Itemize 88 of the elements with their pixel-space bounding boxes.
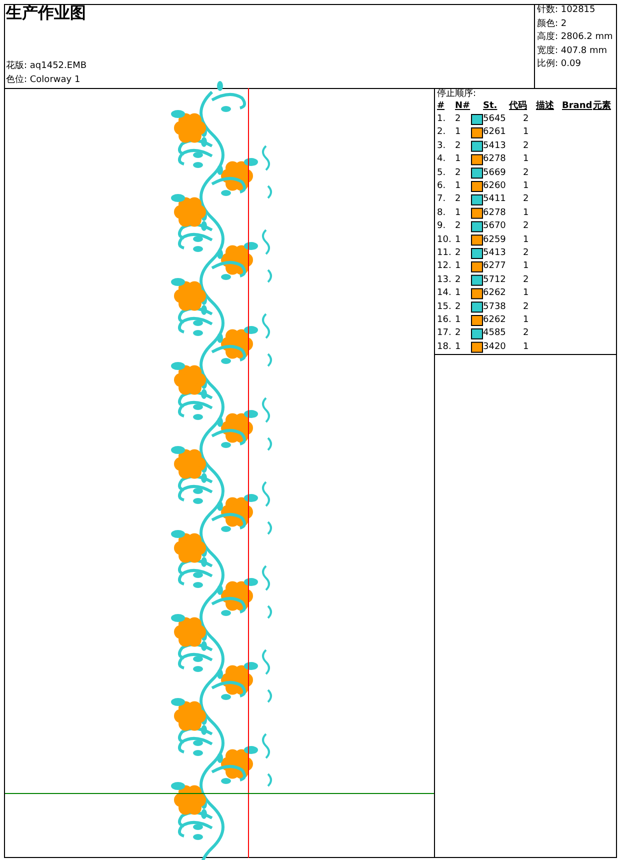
table-cell: 6259 <box>483 234 506 246</box>
table-cell: 2 <box>455 194 461 206</box>
column-header: # <box>437 101 445 112</box>
table-cell: 1 <box>523 208 529 219</box>
table-cell: 2 <box>523 221 529 232</box>
table-cell: 5. <box>437 168 446 179</box>
info-label: 比例: 0.09 <box>537 59 581 70</box>
column-header: 元素 <box>593 101 611 112</box>
table-cell: 1. <box>437 114 446 125</box>
table-cell: 1 <box>455 127 461 138</box>
table-cell: 2 <box>523 248 529 259</box>
table-cell: 13. <box>437 274 452 286</box>
table-cell: 5738 <box>483 302 506 313</box>
table-cell: 14. <box>437 288 452 300</box>
info-label: 针数: 102815 <box>537 5 596 16</box>
info-label: 高度: 2806.2 mm <box>537 32 613 43</box>
table-cell: 1 <box>523 342 529 353</box>
table-cell: 2 <box>455 302 461 313</box>
table-cell: 1 <box>523 234 529 246</box>
table-cell: 6262 <box>483 315 506 326</box>
table-cell: 1 <box>455 154 461 166</box>
table-cell: 2. <box>437 127 446 138</box>
table-cell: 2 <box>523 114 529 125</box>
table-cell: 2 <box>523 194 529 206</box>
table-cell: 1 <box>455 208 461 219</box>
table-cell: 5413 <box>483 248 506 259</box>
table-cell: 2 <box>523 302 529 313</box>
table-cell: 5645 <box>483 114 506 125</box>
info-label: 宽度: 407.8 mm <box>537 46 608 56</box>
table-cell: 1 <box>523 288 529 300</box>
table-cell: 2 <box>455 274 461 286</box>
colorway-label: 色位: Colorway 1 <box>6 75 80 86</box>
table-cell: 6. <box>437 181 446 192</box>
table-cell: 18. <box>437 342 452 353</box>
table-cell: 4. <box>437 154 446 166</box>
column-header: N# <box>455 101 470 112</box>
table-cell: 2 <box>523 274 529 286</box>
table-cell: 6278 <box>483 154 506 166</box>
table-cell: 2 <box>455 114 461 125</box>
table-cell: 4585 <box>483 328 506 340</box>
table-cell: 1 <box>523 181 529 192</box>
table-cell: 6277 <box>483 261 506 272</box>
column-header: St. <box>483 101 498 112</box>
column-header: 代码 <box>509 101 527 112</box>
table-cell: 3. <box>437 140 446 152</box>
table-cell: 9. <box>437 221 446 232</box>
table-cell: 10. <box>437 234 452 246</box>
table-cell: 2 <box>455 168 461 179</box>
info-label: 颜色: 2 <box>537 18 567 30</box>
pattern-file-label: 花版: aq1452.EMB <box>6 61 87 72</box>
title: 生产作业图 <box>6 3 86 23</box>
table-cell: 5669 <box>483 168 506 179</box>
table-cell: 17. <box>437 328 452 340</box>
table-cell: 5411 <box>483 194 506 206</box>
table-cell: 1 <box>523 261 529 272</box>
table-cell: 5670 <box>483 221 506 232</box>
table-cell: 1 <box>455 261 461 272</box>
table-cell: 2 <box>455 221 461 232</box>
table-cell: 2 <box>455 248 461 259</box>
table-cell: 1 <box>523 127 529 138</box>
table-cell: 6261 <box>483 127 506 138</box>
table-cell: 5413 <box>483 140 506 152</box>
table-cell: 6278 <box>483 208 506 219</box>
table-cell: 2 <box>523 168 529 179</box>
table-cell: 2 <box>455 328 461 340</box>
table-cell: 2 <box>523 328 529 340</box>
table-cell: 3420 <box>483 342 506 353</box>
stop-sequence-label: 停止顺序: <box>437 89 476 100</box>
table-cell: 1 <box>455 315 461 326</box>
table-cell: 16. <box>437 315 452 326</box>
table-cell: 1 <box>455 288 461 300</box>
table-cell: 15. <box>437 302 452 313</box>
table-cell: 7. <box>437 194 446 206</box>
table-cell: 1 <box>455 234 461 246</box>
table-cell: 6262 <box>483 288 506 300</box>
table-cell: 2 <box>523 140 529 152</box>
column-header: Brand <box>562 101 592 112</box>
table-cell: 2 <box>455 140 461 152</box>
table-cell: 1 <box>523 154 529 166</box>
table-cell: 6260 <box>483 181 506 192</box>
table-cell: 5712 <box>483 274 506 286</box>
table-cell: 11. <box>437 248 452 259</box>
table-cell: 8. <box>437 208 446 219</box>
table-cell: 12. <box>437 261 452 272</box>
column-header: 描述 <box>536 101 554 112</box>
table-cell: 1 <box>523 315 529 326</box>
table-cell: 1 <box>455 181 461 192</box>
table-cell: 1 <box>455 342 461 353</box>
